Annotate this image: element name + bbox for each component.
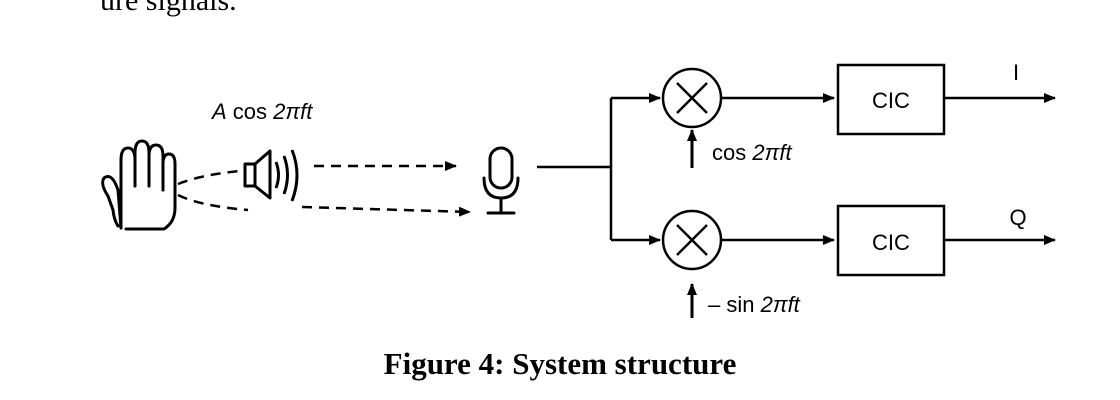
cic-filter-top — [836, 63, 946, 136]
multiplier-icon — [661, 209, 723, 271]
speaker-icon — [243, 149, 299, 202]
cic-filter-top-label: CIC — [872, 88, 910, 113]
cic-filter-bottom-label: CIC — [872, 230, 910, 255]
hand-icon — [101, 139, 177, 231]
emission-path-upper — [177, 169, 241, 186]
source-signal-label: A cos 2πft — [210, 99, 313, 124]
multiplier-icon — [661, 67, 723, 129]
microphone-icon — [482, 146, 520, 215]
osc-label-sin: – sin 2πft — [708, 292, 801, 317]
output-label-q: Q — [1009, 205, 1026, 230]
osc-label-cos: cos 2πft — [712, 140, 792, 165]
reflected-path-arrow — [301, 205, 471, 217]
emission-path-lower — [177, 193, 249, 212]
output-label-i: I — [1013, 60, 1019, 85]
figure-caption: Figure 4: System structure — [383, 346, 737, 381]
body-text-fragment: ure signals. — [100, 0, 237, 17]
